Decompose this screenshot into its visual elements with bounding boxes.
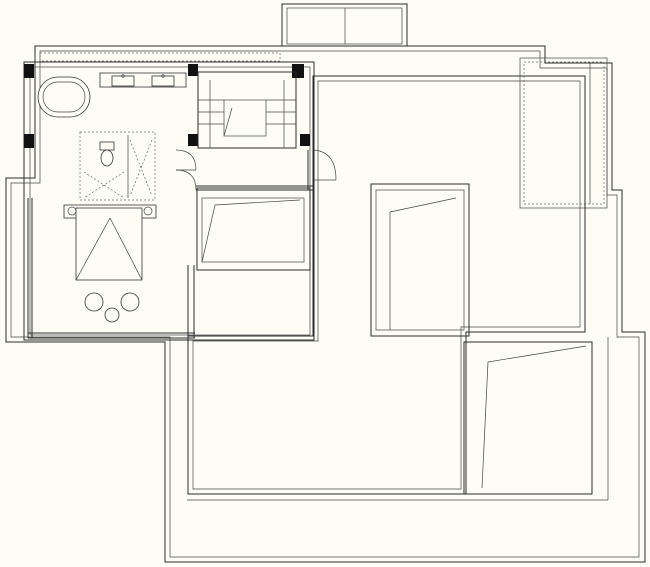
parapet bbox=[39, 52, 608, 209]
bathtub bbox=[37, 76, 91, 118]
stair bbox=[197, 71, 297, 149]
master-suite bbox=[23, 61, 315, 341]
structural-columns bbox=[24, 64, 310, 148]
vanity bbox=[99, 72, 187, 88]
toilet-and-shower bbox=[79, 131, 156, 201]
skylight-2 bbox=[370, 183, 470, 337]
roof-hatch bbox=[281, 3, 408, 47]
bed bbox=[63, 204, 157, 281]
outer-perimeter bbox=[5, 45, 646, 563]
lounge-chairs bbox=[84, 292, 140, 323]
skylight-1 bbox=[196, 187, 311, 271]
roof-terrace bbox=[187, 75, 609, 501]
corridor bbox=[196, 150, 315, 191]
doors bbox=[175, 149, 337, 191]
skylight-3 bbox=[463, 341, 593, 495]
